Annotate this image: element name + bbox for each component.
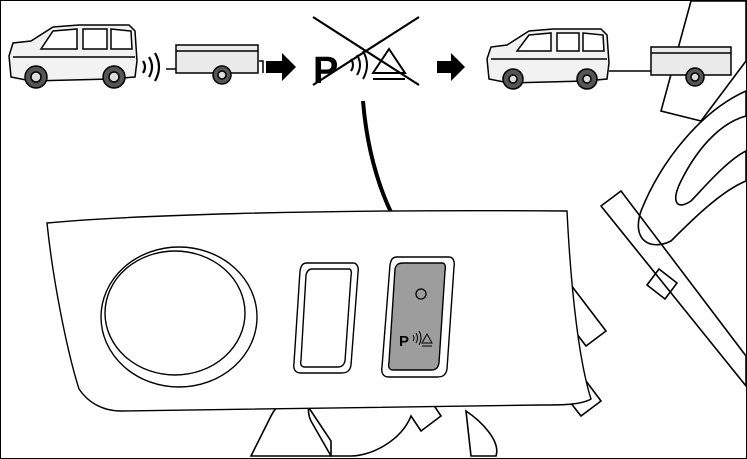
blank-switch bbox=[293, 262, 359, 374]
dashboard-panel bbox=[46, 209, 592, 412]
parking-sensor-button[interactable]: P bbox=[381, 256, 455, 378]
parking-sensor-icon: P bbox=[399, 330, 433, 350]
watermark-dot-1 bbox=[645, 267, 679, 301]
arrow-right-icon bbox=[266, 53, 296, 81]
watermark-letter-l bbox=[599, 189, 746, 388]
button-label: P bbox=[399, 333, 409, 350]
step3-van-with-trailer-connected bbox=[486, 28, 732, 90]
arrow-right-icon bbox=[437, 53, 465, 81]
watermark-letter-a-3 bbox=[465, 409, 498, 457]
step1-van-with-trailer bbox=[8, 24, 264, 89]
watermark-letter-a bbox=[660, 1, 746, 122]
led-icon bbox=[415, 288, 427, 300]
panel-outline bbox=[46, 209, 592, 412]
headlamp-knob-icon bbox=[100, 246, 258, 388]
parking-sensor-crossed-icon: P bbox=[312, 16, 420, 92]
sound-waves-icon bbox=[142, 52, 161, 82]
watermark-letter-c bbox=[637, 90, 746, 246]
